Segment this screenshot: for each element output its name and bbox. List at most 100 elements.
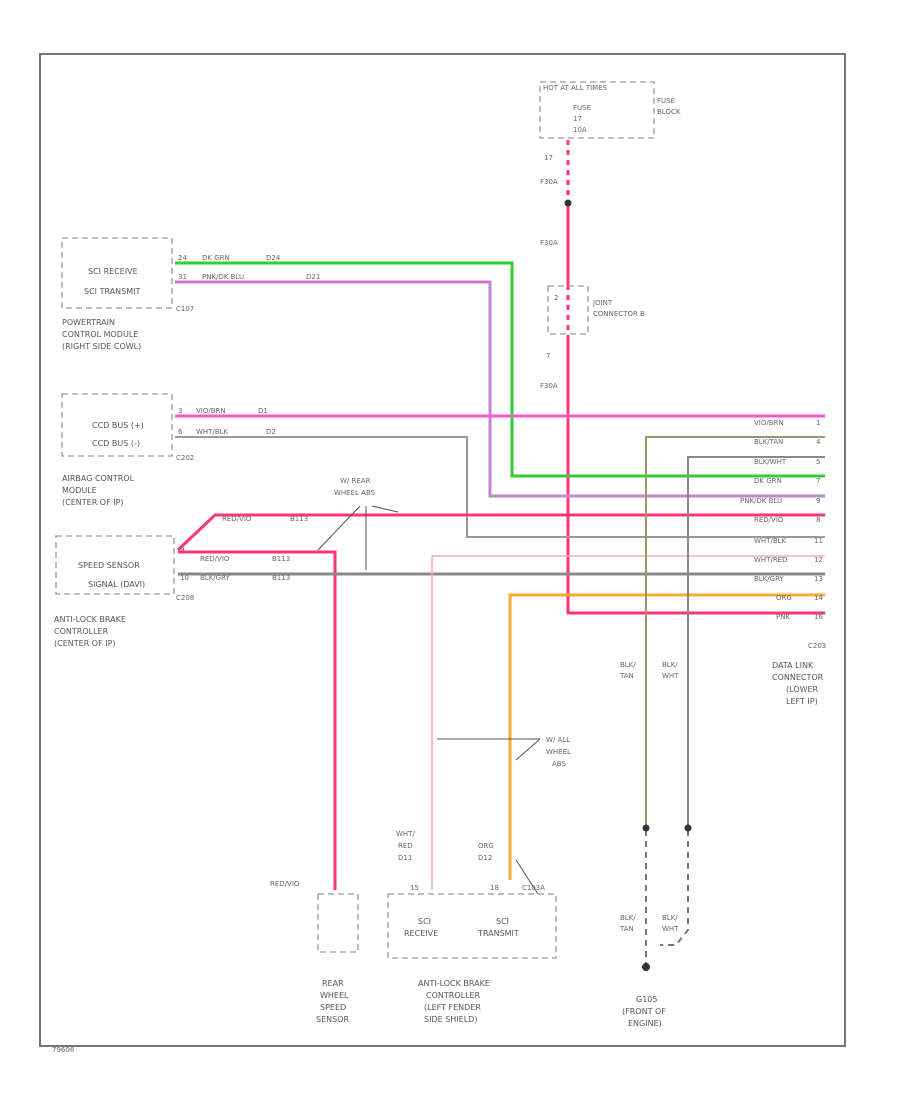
ground-wire-label: TAN [619,925,634,933]
circuit-label: F30A [540,178,558,186]
dlc-pin: 8 [816,516,820,524]
acm-label: (CENTER OF IP) [62,498,124,507]
ground-label: ENGINE) [628,1019,662,1028]
dlc-color: RED/VIO [754,516,784,524]
pin-label: 6 [178,428,183,436]
dlc-pin: 7 [816,477,820,485]
wire-red-vio-dlc [176,513,825,552]
dlc-pin: 5 [816,458,820,466]
fuse-line: 17 [573,115,582,123]
leader-abs-left [515,859,539,895]
awal-note: W/ ALL [546,736,570,744]
wire-color-label: VIO/BRN [196,407,226,415]
dlc-color: BLK/WHT [754,458,787,466]
wire-color-label: DK GRN [202,254,230,262]
dlc-color: DK GRN [754,477,782,485]
wire-pnk-16 [566,335,825,615]
splice-dot [684,824,692,832]
wire-org [508,593,825,880]
pcm-label: CONTROL MODULE [62,330,138,339]
wire-color-label: RED/VIO [222,515,252,523]
pin-label: 3 [178,407,182,415]
acm-connector: C202 [176,454,194,462]
abs-left-row: TRANSMIT [477,929,519,938]
circuit-label: D2 [266,428,276,436]
dlc-label: DATA LINK [772,661,814,670]
wire-color-label: WHT/ [396,830,415,838]
joint-connector-box [547,285,589,335]
circuit-label: B113 [290,515,308,523]
ground-label: (FRONT OF [622,1007,666,1016]
wire-wht-blk [175,436,825,538]
fuse-block-label: BLOCK [657,108,681,116]
dlc-color: PNK/DK BLU [740,497,782,505]
dlc-color: BLK/TAN [754,438,783,446]
joint-label: CONNECTOR B [593,310,645,318]
wire-red-vio-sensor [178,550,337,890]
awal-note: ABS [552,760,566,768]
ground-wire-label: BLK/ [620,914,636,922]
ground-wire-label: BLK/ [662,914,678,922]
wire-blk-wht [687,456,825,828]
dlc-rows: VIO/BRN 1 BLK/TAN 4 BLK/WHT 5 DK GRN 7 P… [740,419,823,621]
figure-code: 79606 [52,1046,75,1054]
abs-left-row: SCI [418,917,431,926]
circuit-label: F30A [540,382,558,390]
splices [564,199,692,971]
pcm-label: (RIGHT SIDE COWL) [62,342,141,351]
acm-label: MODULE [62,486,97,495]
circuit-label: D24 [266,254,281,262]
acm-box [61,393,173,457]
wire-color-label: RED [398,842,413,850]
awal-note: WHEEL [546,748,571,756]
rear-sensor-label: SENSOR [316,1015,349,1024]
abs-left-label: (LEFT FENDER [424,1003,481,1012]
circuit-label: D1 [258,407,268,415]
abs-left-connector: C103A [522,884,545,892]
splice-dot [564,199,572,207]
fuse-line: 10A [573,126,587,134]
pcm-box [61,237,173,309]
dlc-label: LEFT IP) [786,697,818,706]
rwal-note: WHEEL ABS [334,489,376,497]
acm-row: CCD BUS (-) [92,439,140,448]
dlc-pin: 1 [816,419,820,427]
dlc-pin: 11 [814,537,823,545]
abs-left-label: ANTI-LOCK BRAKE [418,979,490,988]
wire-wht-red [431,555,825,890]
pin-label: 18 [490,884,499,892]
ground-id: G105 [636,995,657,1004]
ground-wire-label: BLK/ [662,661,678,669]
wire-color-label: RED/VIO [200,555,230,563]
pin-label: 9 [180,546,184,554]
dlc-pin: 12 [814,556,823,564]
fuse-cavity: 17 [544,154,553,162]
joint-label: JOINT [592,299,613,307]
dlc-pin: 4 [816,438,821,446]
wire-color-label: PNK/DK BLU [202,273,244,281]
wire-color-label: WHT/BLK [196,428,229,436]
pin-label: 15 [410,884,419,892]
abs-left-label: SIDE SHIELD) [424,1015,477,1024]
abs-left-row: RECEIVE [404,929,438,938]
pin-label: 31 [178,273,187,281]
wire-dk-grn [175,261,825,478]
ground-wire-label: WHT [662,672,679,680]
abs-left-row: SCI [496,917,509,926]
pin-label: 24 [178,254,187,262]
abs-row: SIGNAL (DAVI) [88,580,145,589]
wires [175,140,825,965]
wire-pnk-dk-blu [175,280,825,498]
acm-label: AIRBAG CONTROL [62,474,135,483]
wire-ground-right [660,830,689,946]
dlc-pin: 9 [816,497,820,505]
dlc-color: WHT/RED [754,556,788,564]
circuit-label: D12 [478,854,492,862]
rear-sensor-label: REAR [322,979,344,988]
abs-label: (CENTER OF IP) [54,639,116,648]
abs-controller-box [55,535,175,595]
annotation-lines [317,505,541,895]
acm-row: CCD BUS (+) [92,421,144,430]
dlc-connector: C203 [808,642,826,650]
